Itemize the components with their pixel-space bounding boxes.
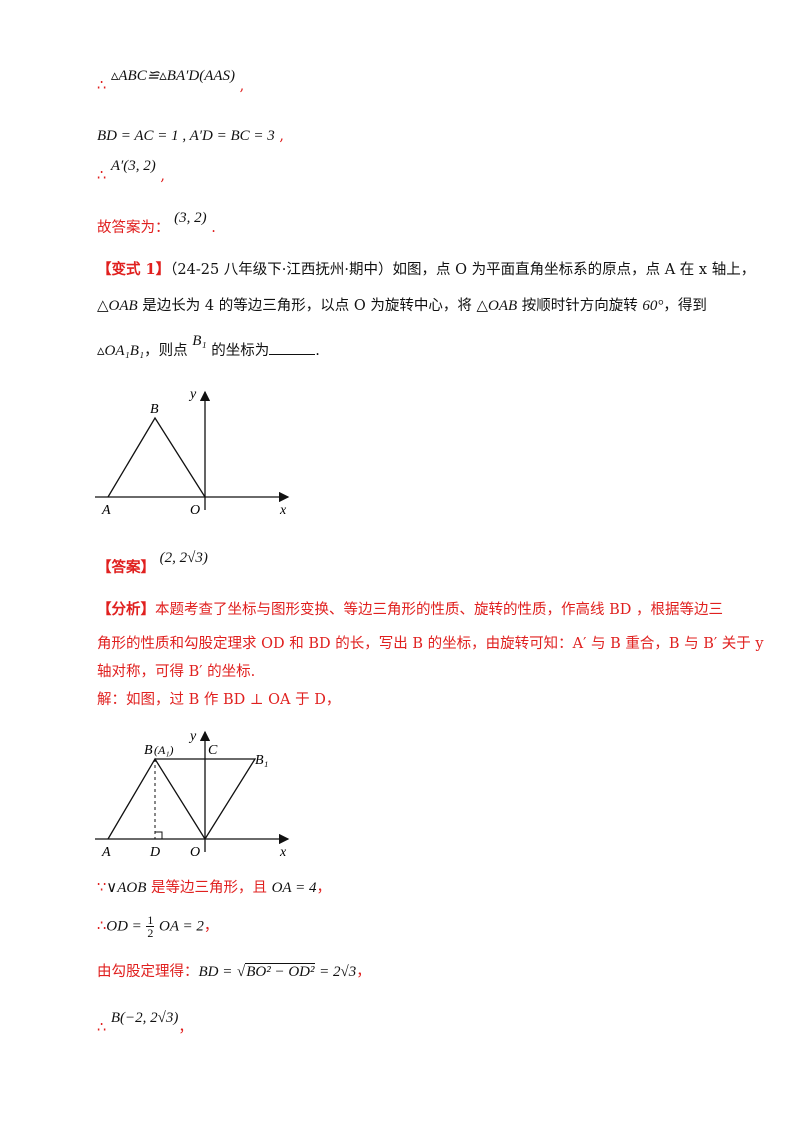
fraction-numerator: 1 — [146, 913, 155, 927]
therefore-symbol: ∴ — [97, 168, 107, 184]
punctuation: ， — [178, 1020, 193, 1036]
label-x: x — [279, 503, 287, 518]
analysis-line-3: 轴对称，可得 B′ 的坐标. — [97, 662, 255, 682]
answer-coordinate: (2, 2√3) — [159, 550, 208, 566]
label-A: A — [101, 503, 111, 518]
length-equation: OA = 4 — [271, 880, 317, 896]
right-angle-mark — [155, 831, 163, 839]
variant-line-2: △OAB 是边长为 4 的等边三角形，以点 O 为旋转中心，将 △OAB 按顺时… — [97, 296, 707, 316]
solution-line-1: ∴ ▵ABC≌▵BA′D(AAS) , — [97, 68, 245, 96]
label-D: D — [149, 845, 160, 860]
answer-label: 故答案为： — [97, 220, 170, 236]
solution-line-3: ∴ A′(3, 2) , — [97, 158, 165, 186]
triangle-name: ▵OA₁B₁ — [97, 343, 145, 359]
punctuation: ， — [316, 880, 331, 896]
variant-text: 是边长为 4 的等边三角形，以点 O 为旋转中心，将 — [137, 298, 477, 314]
punctuation: , — [239, 78, 245, 94]
label-A1: (A₁) — [154, 743, 174, 757]
sqrt-expression: BO² − OD² — [245, 963, 315, 980]
answer-coordinate: (3, 2) — [174, 210, 207, 226]
analysis-line-2: 角形的性质和勾股定理求 OD 和 BD 的长，写出 B 的坐标，由旋转可知：A′… — [97, 634, 764, 654]
analysis-tag: 【分析】 — [97, 601, 155, 618]
triangle-name: △OAB — [97, 298, 138, 314]
variant-text: ，得到 — [663, 298, 707, 314]
step-line-1: ∵∨AOB 是等边三角形，且 OA = 4， — [97, 878, 331, 898]
congruence-expression: ▵ABC≌▵BA′D(AAS) — [110, 68, 236, 84]
equation-rhs: OA = 2 — [159, 918, 204, 935]
label-B1: B₁ — [255, 753, 268, 768]
triangle-name: ∨AOB — [106, 880, 147, 896]
label-O: O — [190, 845, 200, 860]
punctuation: . — [315, 343, 320, 359]
punctuation: . — [211, 220, 216, 236]
label-O: O — [190, 503, 200, 518]
because-symbol: ∵ — [97, 880, 107, 896]
analysis-text: 本题考查了坐标与图形变换、等边三角形的性质、旋转的性质，作高线 BD ，根据等边… — [155, 602, 723, 618]
triangle-oab — [107, 416, 206, 498]
solution-line-2: BD = AC = 1 , A′D = BC = 3 , — [97, 126, 284, 146]
step-text: 是等边三角形，且 — [146, 880, 272, 896]
therefore-symbol: ∴ — [97, 1020, 107, 1036]
step-line-4: ∴ B(−2, 2√3)， — [97, 1010, 193, 1038]
variant-tag: 【变式 1】 — [97, 261, 171, 278]
equation-lhs: BD = — [198, 964, 233, 980]
variant-line-3: ▵OA₁B₁，则点 B₁ 的坐标为. — [97, 333, 320, 361]
equation-rhs: = 2√3 — [319, 964, 357, 980]
punctuation: ， — [203, 918, 219, 935]
answer-blank — [269, 340, 316, 355]
label-A: A — [101, 845, 111, 860]
variant-text: （24-25 八年级下·江西抚州·期中）如图，点 O 为平面直角坐标系的原点，点… — [170, 262, 756, 278]
solution-intro: 解：如图，过 B 作 BD ⊥ OA 于 D， — [97, 692, 341, 708]
answer-line: 【答案】 (2, 2√3) — [97, 550, 208, 578]
rotation-angle: 60° — [642, 298, 664, 314]
label-y: y — [188, 387, 197, 402]
fraction-denominator: 2 — [147, 926, 154, 940]
analysis-line-4: 解：如图，过 B 作 BD ⊥ OA 于 D， — [97, 690, 340, 710]
figure-triangle-oab: y B A O x — [95, 387, 290, 518]
punctuation: ， — [356, 964, 371, 980]
triangle-oab — [107, 757, 206, 840]
point-name: B₁ — [192, 333, 207, 349]
therefore-symbol: ∴ — [97, 78, 107, 94]
analysis-text: 角形的性质和勾股定理求 OD 和 BD 的长，写出 B 的坐标，由旋转可知：A′… — [97, 636, 764, 652]
step-text: 由勾股定理得： — [97, 964, 199, 980]
triangle-oa1b1 — [155, 758, 257, 840]
label-x: x — [279, 845, 287, 860]
step-line-3: 由勾股定理得：BD = √BO² − OD² = 2√3， — [97, 963, 371, 980]
point-coordinate: B(−2, 2√3) — [110, 1010, 179, 1026]
equation-lhs: OD = — [106, 918, 142, 935]
triangle-name: △OAB — [476, 298, 518, 314]
variant-line-1: 【变式 1】（24-25 八年级下·江西抚州·期中）如图，点 O 为平面直角坐标… — [97, 260, 755, 280]
punctuation: , — [279, 128, 285, 144]
label-B: B — [150, 402, 159, 417]
length-equation: BD = AC = 1 , A′D = BC = 3 — [97, 128, 275, 144]
label-y: y — [188, 729, 197, 744]
label-C: C — [208, 743, 218, 758]
answer-tag: 【答案】 — [97, 559, 155, 576]
analysis-line-1: 【分析】本题考查了坐标与图形变换、等边三角形的性质、旋转的性质，作高线 BD ，… — [97, 600, 723, 620]
variant-text: 的坐标为 — [206, 343, 270, 359]
point-coordinate: A′(3, 2) — [110, 158, 156, 174]
punctuation: , — [160, 168, 165, 184]
variant-text: 按顺时针方向旋转 — [517, 298, 643, 314]
figure-rotation: B (A₁) y C B₁ A D O x — [95, 729, 290, 860]
variant-text: ，则点 — [144, 343, 193, 359]
analysis-text: 轴对称，可得 B′ 的坐标. — [97, 664, 256, 680]
final-answer-line: 故答案为： (3, 2) . — [97, 210, 216, 238]
therefore-symbol: ∴ — [97, 918, 107, 935]
label-B: B — [144, 743, 153, 758]
